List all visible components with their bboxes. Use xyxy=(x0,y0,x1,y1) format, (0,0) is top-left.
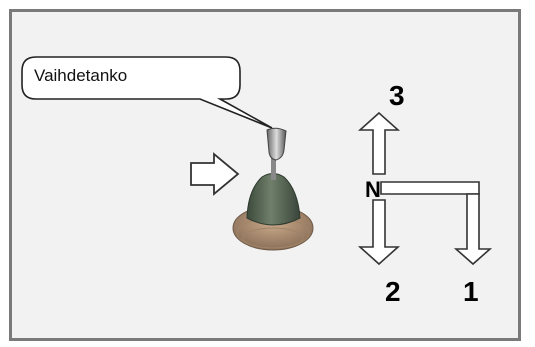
shift-bar-horizontal xyxy=(380,181,480,195)
callout-label: Vaihdetanko xyxy=(34,66,128,85)
gear-shift-pattern xyxy=(357,111,493,266)
callout-bubble xyxy=(21,56,273,129)
gear-3-label: 3 xyxy=(389,80,405,111)
hollow-right-arrow-icon xyxy=(190,152,240,196)
gear-lever-icon xyxy=(232,127,314,251)
shift-arrow-down xyxy=(357,199,401,266)
gear-1-label: 1 xyxy=(463,276,479,307)
gear-2-label: 2 xyxy=(385,276,401,307)
shift-arrow-up xyxy=(357,111,401,175)
gear-neutral-label: N xyxy=(365,177,381,202)
shift-arrow-down-first xyxy=(453,193,493,266)
